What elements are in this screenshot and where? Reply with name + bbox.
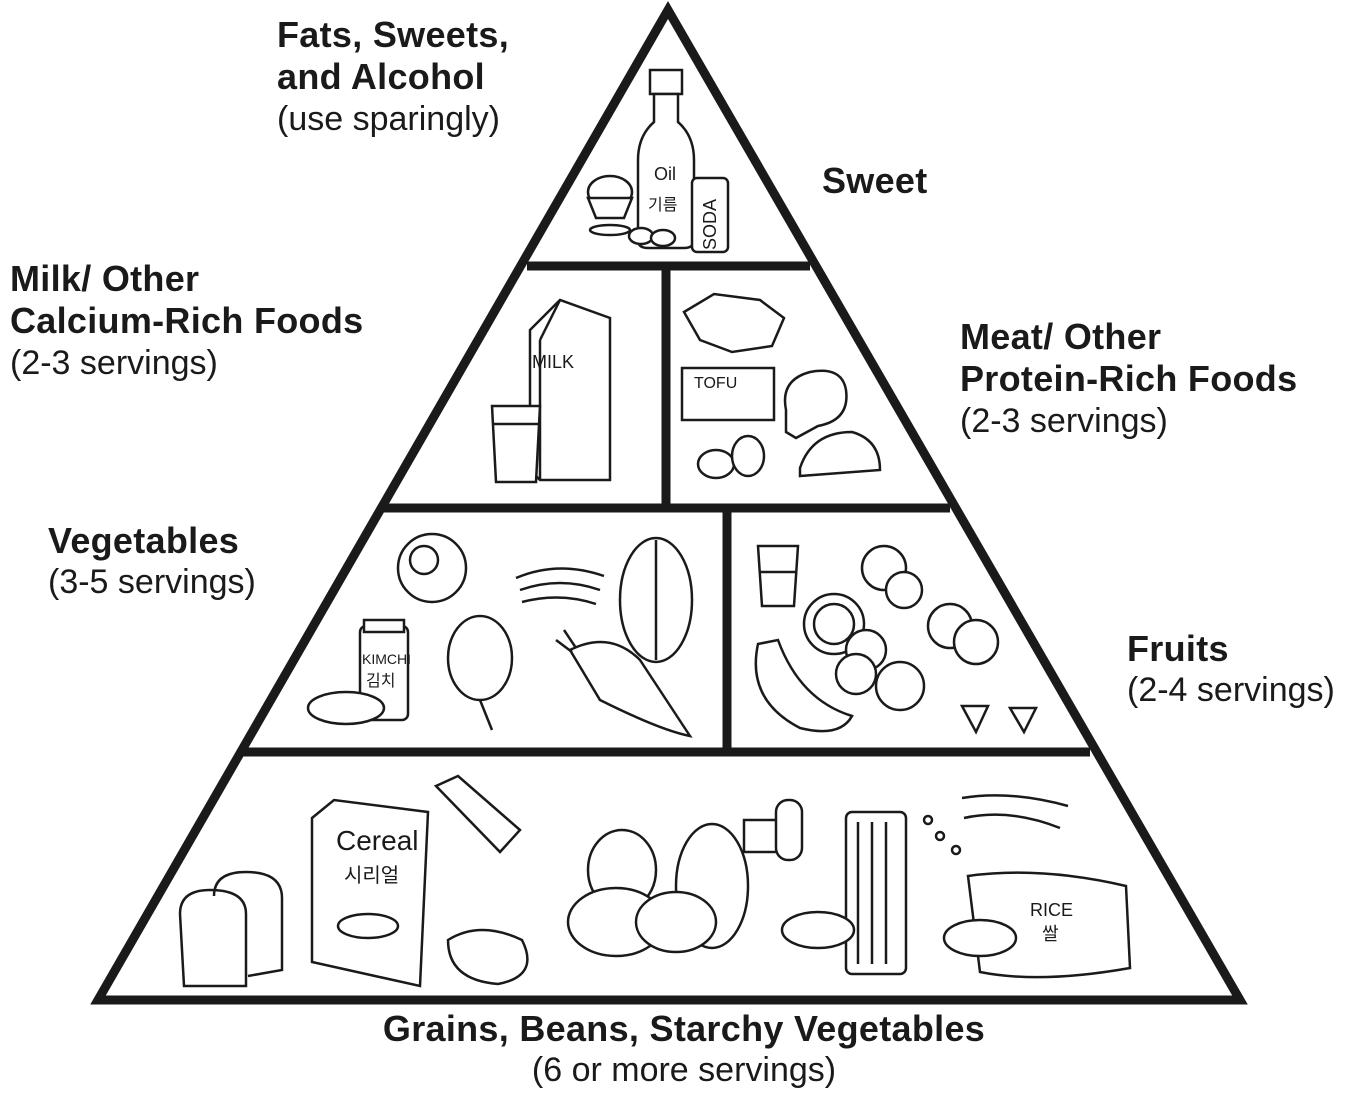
grains-illustration: Cereal 시리얼 — [180, 776, 1130, 986]
milk-title-line2: Calcium-Rich Foods — [10, 300, 363, 342]
meat-title-line2: Protein-Rich Foods — [960, 358, 1297, 400]
strawberries-icon — [962, 706, 1036, 732]
green-beans-icon — [516, 568, 604, 604]
rice-label: RICE — [1030, 900, 1073, 920]
spinach-icon — [448, 616, 512, 730]
milk-servings: (2-3 servings) — [10, 343, 363, 383]
cabbage-icon — [620, 538, 692, 662]
vegetables-illustration: KIMCHI 김치 — [308, 534, 692, 736]
cereal-label: Cereal — [336, 825, 418, 856]
milk-carton-icon: MILK — [530, 300, 610, 480]
tofu-icon: TOFU — [682, 368, 774, 420]
meat-label: Meat/ Other Protein-Rich Foods (2-3 serv… — [960, 316, 1297, 441]
juice-glass-icon — [758, 546, 798, 606]
side-dish-bowl-icon — [308, 692, 384, 724]
cereal-korean-label: 시리얼 — [344, 864, 399, 887]
vegetables-label: Vegetables (3-5 servings) — [48, 520, 256, 603]
ice-cream-icon — [588, 176, 632, 235]
grains-label: Grains, Beans, Starchy Vegetables (6 or … — [0, 1008, 1368, 1091]
fats-sweets-alcohol-label: Fats, Sweets, and Alcohol (use sparingly… — [277, 14, 509, 139]
vegetables-title: Vegetables — [48, 520, 256, 562]
tofu-label: TOFU — [694, 375, 737, 392]
milk-illustration: MILK — [492, 300, 610, 482]
soda-label: SODA — [700, 199, 720, 250]
cereal-box-icon: Cereal 시리얼 — [312, 800, 428, 986]
rice-korean-label: 쌀 — [1042, 924, 1059, 944]
grains-servings: (6 or more servings) — [0, 1050, 1368, 1090]
fruits-label: Fruits (2-4 servings) — [1127, 628, 1335, 711]
glass-of-milk-icon — [492, 406, 540, 482]
grain-scoop-icon — [436, 776, 520, 852]
vegetables-servings: (3-5 servings) — [48, 562, 256, 602]
meat-title-line1: Meat/ Other — [960, 316, 1297, 358]
fats-title-line1: Fats, Sweets, — [277, 14, 509, 56]
bread-icon — [180, 872, 282, 986]
fruits-servings: (2-4 servings) — [1127, 670, 1335, 710]
eggs-icon — [698, 436, 764, 478]
soda-can-icon: SODA — [692, 178, 728, 252]
beans-pods-icon — [924, 795, 1068, 854]
milk-title-line1: Milk/ Other — [10, 258, 363, 300]
apples-icon — [928, 604, 998, 664]
peaches-icon — [862, 546, 922, 608]
sweet-label: Sweet — [822, 160, 928, 202]
meat-steak-icon — [684, 294, 784, 352]
fats-sweets-illustration: Oil 기름 SODA — [588, 70, 728, 252]
rice-cakes-icon — [744, 800, 802, 860]
milk-label: Milk/ Other Calcium-Rich Foods (2-3 serv… — [10, 258, 363, 383]
grains-title: Grains, Beans, Starchy Vegetables — [0, 1008, 1368, 1050]
bottle-korean-label: 기름 — [648, 196, 677, 214]
squash-icon — [568, 824, 748, 956]
fats-servings: (use sparingly) — [277, 99, 509, 139]
sweet-potato-icon — [448, 930, 527, 984]
fish-steak-icon — [800, 432, 880, 476]
kimchi-label: KIMCHI — [362, 651, 411, 667]
meat-servings: (2-3 servings) — [960, 401, 1297, 441]
milk-carton-label: MILK — [532, 352, 574, 372]
fats-title-line2: and Alcohol — [277, 56, 509, 98]
chicken-drumstick-icon — [785, 371, 846, 438]
rice-bag-icon: RICE 쌀 — [944, 873, 1130, 977]
sweet-title: Sweet — [822, 160, 928, 202]
persimmons-icon — [836, 630, 924, 710]
bottle-label: Oil — [654, 164, 676, 184]
kimchi-korean-label: 김치 — [366, 672, 395, 690]
bottle-icon: Oil 기름 — [638, 70, 694, 248]
lettuce-icon — [398, 534, 466, 602]
fruits-title: Fruits — [1127, 628, 1335, 670]
